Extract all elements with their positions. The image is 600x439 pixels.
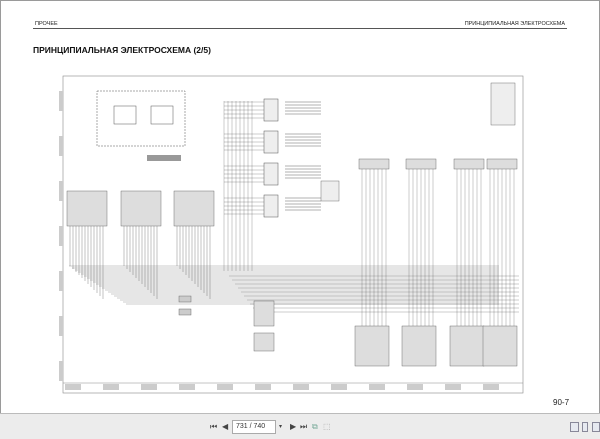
grid-cell xyxy=(217,384,233,390)
connector xyxy=(147,155,181,161)
switch-box xyxy=(96,90,186,147)
copy-icon[interactable]: ⧉ xyxy=(312,422,318,431)
connector xyxy=(490,82,516,126)
switch xyxy=(150,105,174,125)
single-page-view-icon[interactable] xyxy=(570,422,579,432)
grid-cell xyxy=(59,136,63,156)
grid-cell xyxy=(59,361,63,381)
grid-cell xyxy=(103,384,119,390)
continuous-view-icon[interactable] xyxy=(582,422,588,432)
connector xyxy=(66,190,108,227)
grid-cell xyxy=(65,384,81,390)
connector xyxy=(405,158,437,170)
select-icon[interactable]: ⬚ xyxy=(323,422,331,431)
grid-cell xyxy=(59,226,63,246)
header-left: ПРОЧЕЕ xyxy=(35,21,58,27)
grid-cell xyxy=(255,384,271,390)
document-viewer: ПРОЧЕЕ ПРИНЦИПИАЛЬНАЯ ЭЛЕКТРОСХЕМА ПРИНЦ… xyxy=(0,0,600,413)
connector xyxy=(354,325,390,367)
grid-cell xyxy=(59,271,63,291)
grid-cell xyxy=(141,384,157,390)
relay xyxy=(263,98,279,122)
facing-view-icon[interactable] xyxy=(592,422,600,432)
connector xyxy=(486,158,518,170)
next-page-icon[interactable]: ▶ xyxy=(290,422,297,431)
page-number-input[interactable]: 731 / 740 xyxy=(232,420,276,434)
grid-cell xyxy=(369,384,385,390)
grid-cell xyxy=(179,384,195,390)
wiring-diagram xyxy=(59,75,524,394)
grid-cell xyxy=(59,181,63,201)
header-right: ПРИНЦИПИАЛЬНАЯ ЭЛЕКТРОСХЕМА xyxy=(464,21,565,27)
grid-cell xyxy=(407,384,423,390)
grid-cell xyxy=(483,384,499,390)
connector xyxy=(178,295,192,303)
connector xyxy=(401,325,437,367)
relay xyxy=(263,194,279,218)
page-number: 90-7 xyxy=(553,398,570,407)
grid-cell xyxy=(445,384,461,390)
last-page-icon[interactable]: ⏭ xyxy=(300,422,308,431)
pdf-toolbar: ⏮ ◀ 731 / 740 ▾ ▶ ⏭ ⧉ ⬚ xyxy=(0,413,600,439)
connector xyxy=(120,190,162,227)
connector xyxy=(482,325,518,367)
connector xyxy=(453,158,485,170)
grid-cell xyxy=(331,384,347,390)
connector xyxy=(358,158,390,170)
grid-cell xyxy=(293,384,309,390)
page-dropdown-icon[interactable]: ▾ xyxy=(279,424,283,430)
grid-cell xyxy=(59,316,63,336)
switch xyxy=(113,105,137,125)
connector xyxy=(173,190,215,227)
connector xyxy=(178,308,192,316)
connector xyxy=(253,300,275,327)
prev-page-icon[interactable]: ◀ xyxy=(222,422,229,431)
relay xyxy=(263,162,279,186)
page-title: ПРИНЦИПИАЛЬНАЯ ЭЛЕКТРОСХЕМА (2/5) xyxy=(33,45,211,55)
connector xyxy=(253,332,275,352)
first-page-icon[interactable]: ⏮ xyxy=(210,422,218,431)
module xyxy=(320,180,340,202)
grid-cell xyxy=(59,91,63,111)
header-divider xyxy=(33,28,567,29)
connector xyxy=(449,325,485,367)
relay xyxy=(263,130,279,154)
